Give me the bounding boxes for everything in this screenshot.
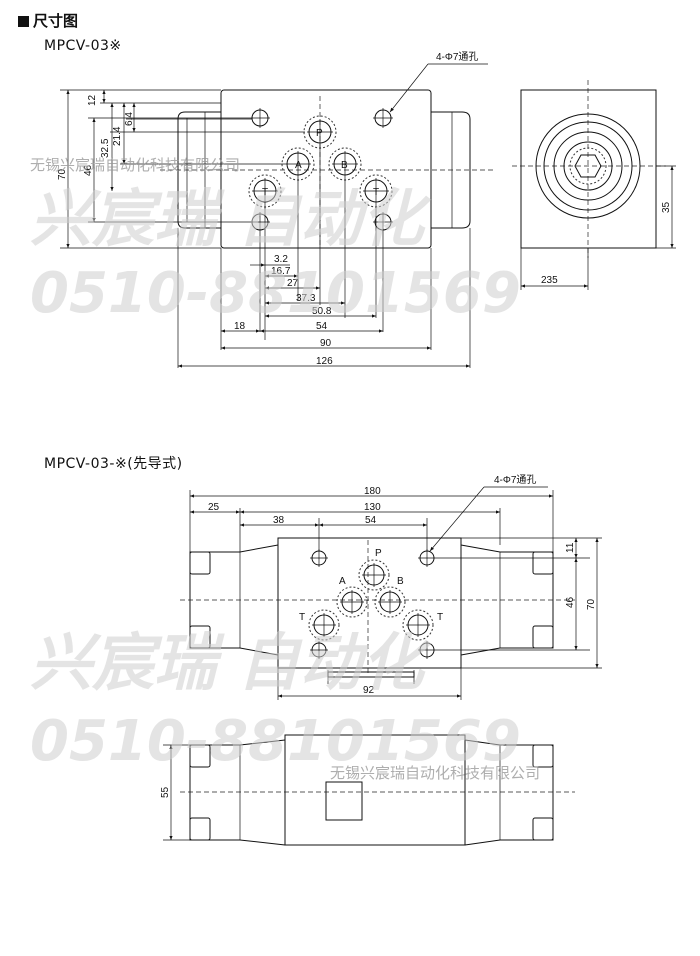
model-label-1: MPCV-03※: [44, 38, 122, 54]
dim-90-1: 90: [320, 338, 332, 349]
watermark-fulltext-2: 无锡兴宸瑞自动化科技有限公司: [330, 764, 540, 782]
port-label-t-right-1: T: [373, 187, 379, 198]
dim-92-2: 92: [363, 685, 375, 696]
port-label-a-1: A: [295, 160, 302, 171]
dim-55-2: 55: [160, 786, 171, 798]
hex-plug-icon: [574, 154, 602, 178]
port-label-t-left-1: T: [262, 187, 268, 198]
watermark-company-2: 兴宸瑞 自动化: [30, 626, 432, 699]
drawing2-top-view: P A B T T 4-Φ7通孔 180 25 130 38 54: [180, 474, 602, 700]
side-end-outer-1: [535, 113, 641, 219]
mount-hole-top-left-1: [250, 108, 270, 128]
dim-11-2: 11: [565, 542, 576, 553]
watermark-layer: 兴宸瑞 自动化 0510-88101569 无锡兴宸瑞自动化科技有限公司 兴宸瑞…: [30, 156, 540, 782]
port-label-a-2: A: [339, 576, 346, 587]
right-body-2: [460, 544, 554, 656]
dim-32.5-1: 32.5: [100, 138, 111, 158]
dim-50.8-1: 50.8: [312, 306, 332, 317]
right-solenoid-2: [464, 739, 554, 846]
port-t-left-2: [308, 609, 340, 641]
dim-27-1: 27: [287, 278, 299, 289]
dim-130-2: 130: [364, 502, 381, 513]
dim-12-1: 12: [87, 94, 98, 106]
dim-235-side: 235: [541, 275, 558, 286]
left-solenoid-2: [189, 739, 286, 846]
watermark-company-1: 兴宸瑞 自动化: [30, 182, 432, 255]
port-label-b-2: B: [397, 576, 404, 587]
mount-hole-bottom-left-1: [250, 212, 270, 232]
port-a-2: [336, 586, 368, 618]
watermark-phone-2: 0510-88101569: [30, 709, 521, 774]
port-label-t-right-2: T: [437, 612, 443, 623]
port-label-p-1: P: [316, 128, 323, 139]
valve-body-front-2: [284, 734, 466, 846]
valve-body-1: [220, 89, 432, 249]
mount-hole-bottom-right-2: [418, 641, 436, 659]
model-label-2: MPCV-03-※(先导式): [44, 456, 183, 472]
hole-note-1: 4-Φ7通孔: [436, 51, 478, 63]
dim-54-1: 54: [316, 321, 328, 332]
right-end-cap-1: [431, 111, 471, 229]
section-title: 尺寸图: [18, 10, 78, 31]
port-p-2: [358, 559, 390, 591]
mount-hole-bottom-left-2: [310, 641, 328, 659]
dim-180-2: 180: [364, 486, 381, 497]
port-label-p-2: P: [375, 548, 382, 559]
dim-35-side: 35: [661, 201, 672, 213]
dim-38-2: 38: [273, 515, 285, 526]
mount-hole-top-left-2: [310, 549, 328, 567]
square-bullet-icon: [18, 16, 29, 27]
nameplate: [325, 781, 363, 821]
port-label-b-1: B: [341, 160, 348, 171]
drawing1-side-view: 35 235: [512, 80, 676, 290]
drawing1-front-view: P A B T T 4-Φ7通孔 70 46 12 32.5 21.4 6.4: [57, 51, 495, 368]
port-label-t-left-2: T: [299, 612, 305, 623]
valve-body-2: [277, 537, 462, 669]
drawing2-front-view: 55: [160, 734, 575, 846]
dim-16.7-1: 16.7: [271, 266, 291, 277]
dim-18-1: 18: [234, 321, 246, 332]
dim-70-1: 70: [57, 168, 68, 180]
dim-46-1: 46: [83, 164, 94, 176]
dim-6.4-1: 6.4: [124, 112, 135, 126]
dim-70-2: 70: [586, 598, 597, 610]
dim-21.4-1: 21.4: [112, 126, 123, 146]
dim-37.3-1: 37.3: [296, 293, 316, 304]
watermark-phone-1: 0510-88101569: [30, 261, 521, 326]
dim-3.2-1: 3.2: [274, 254, 288, 265]
watermark-fulltext-1: 无锡兴宸瑞自动化科技有限公司: [30, 156, 240, 174]
dim-25-2: 25: [208, 502, 220, 513]
mount-hole-top-right-2: [418, 549, 436, 567]
port-t-right-2: [402, 609, 434, 641]
dim-54-2: 54: [365, 515, 377, 526]
port-b-2: [374, 586, 406, 618]
dim-126-1: 126: [316, 356, 333, 367]
dim-46-2: 46: [565, 596, 576, 608]
hole-note-2: 4-Φ7通孔: [494, 474, 536, 486]
mount-hole-top-right-1: [373, 108, 393, 128]
side-body-1: [520, 89, 657, 249]
